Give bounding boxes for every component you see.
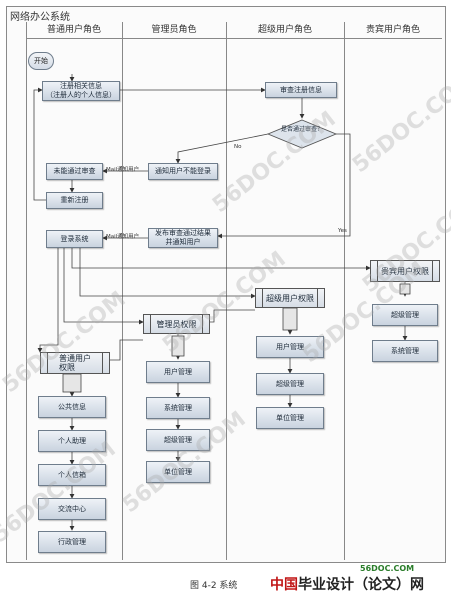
decision-label: 是否通过审查？ (280, 126, 323, 133)
admin-user-mgmt-box: 用户管理 (146, 361, 210, 383)
lane-divider (26, 22, 27, 560)
super-user-permission-box: 超级用户权限 (255, 288, 325, 308)
lane-header-admin: 管理员角色 (122, 22, 226, 39)
lane-divider (226, 22, 227, 560)
reregister-box: 重新注册 (46, 192, 103, 209)
edge-label-no: No (234, 144, 242, 150)
public-info-box: 公共信息 (38, 396, 106, 418)
site-logo-text: 56DOC.COM (360, 564, 415, 573)
start-node: 开始 (28, 52, 54, 70)
register-info-box: 注册相关信息 （注册人的个人信息） (42, 81, 120, 101)
personal-assistant-box: 个人助理 (38, 430, 106, 452)
super-user-mgmt-box: 用户管理 (256, 336, 324, 358)
lane-header-vip: 贵宾用户角色 (344, 22, 442, 39)
decision-diamond (266, 119, 338, 149)
vip-permission-box: 贵宾用户权限 (370, 260, 440, 282)
publish-result-box: 发布审查通过结果 并通知用户 (148, 228, 218, 248)
vip-super-mgmt-box: 超级管理 (372, 304, 438, 326)
lane-divider (344, 22, 345, 560)
normal-user-permission-box: 普通用户 权限 (40, 352, 110, 374)
review-registration-box: 审查注册信息 (265, 82, 337, 98)
edge-label-mail-fail: Mail通知用户 (106, 167, 140, 173)
admin-super-mgmt-box: 超级管理 (146, 429, 210, 451)
brand-part1: 中国 (270, 577, 298, 593)
super-super-mgmt-box: 超级管理 (256, 373, 324, 395)
edge-label-yes: Yes (338, 228, 347, 234)
diagram-title: 网络办公系统 (10, 12, 70, 23)
notify-cannot-login-box: 通知用户不能登录 (148, 163, 218, 180)
login-system-box: 登录系统 (46, 230, 103, 248)
super-unit-mgmt-box: 单位管理 (256, 407, 324, 429)
exchange-center-box: 交流中心 (38, 498, 106, 520)
admin-system-mgmt-box: 系统管理 (146, 397, 210, 419)
personal-mailbox-box: 个人信箱 (38, 464, 106, 486)
figure-caption: 图 4-2 系统 (190, 581, 238, 591)
edge-label-mail-pass: Mail通知用户 (106, 234, 140, 240)
admin-unit-mgmt-box: 单位管理 (146, 461, 210, 483)
lane-header-normal-user: 普通用户角色 (26, 22, 122, 39)
review-failed-box: 未能通过审查 (46, 163, 103, 180)
admin-permission-box: 管理员权限 (143, 314, 210, 334)
lane-header-super-user: 超级用户角色 (226, 22, 344, 39)
brand-part2: 毕业设计（论文）网 (298, 577, 424, 593)
brand-logo: 中国毕业设计（论文）网 (270, 574, 424, 594)
lane-divider (122, 22, 123, 560)
admin-management-box: 行政管理 (38, 531, 106, 553)
vip-system-mgmt-box: 系统管理 (372, 340, 438, 362)
